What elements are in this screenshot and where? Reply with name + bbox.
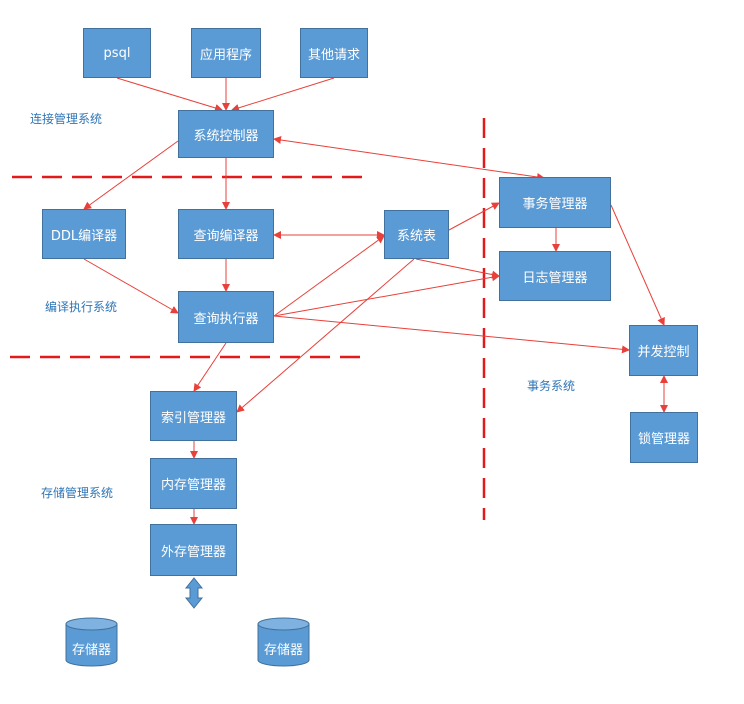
arrow-controller-transaction	[273, 136, 545, 181]
application-box[interactable]: 应用程序	[191, 28, 261, 78]
arrow-transaction-to-concurrency	[610, 204, 665, 326]
section-label-compile-exec: 编译执行系统	[45, 300, 118, 314]
query-executor-box[interactable]: 查询执行器	[178, 291, 274, 343]
storage-cylinder-1[interactable]: 存储器	[65, 617, 118, 667]
arrow-executor-to-system-table	[273, 235, 385, 317]
section-label-storage: 存储管理系统	[41, 486, 114, 500]
transaction-manager-box[interactable]: 事务管理器	[499, 177, 611, 228]
lock-manager-box[interactable]: 锁管理器	[630, 412, 698, 463]
storage-label: 存储器	[71, 643, 111, 658]
arrow-system-table-to-transaction	[448, 202, 500, 231]
arrow-other-to-controller	[231, 77, 335, 112]
storage-cylinder-icon	[65, 617, 118, 667]
section-label-connection: 连接管理系统	[30, 112, 103, 126]
log-manager-box[interactable]: 日志管理器	[499, 251, 611, 301]
query-compiler-box[interactable]: 查询编译器	[178, 209, 274, 259]
arrow-executor-to-concurrency	[273, 315, 630, 354]
psql-box[interactable]: psql	[83, 28, 151, 78]
arrow-psql-to-controller	[116, 77, 223, 112]
arrow-system-table-to-index	[236, 258, 415, 413]
ddl-compiler-box[interactable]: DDL编译器	[42, 209, 126, 259]
storage-io-double-arrow	[184, 577, 204, 609]
arrow-controller-to-ddl	[83, 140, 179, 210]
memory-manager-box[interactable]: 内存管理器	[150, 458, 237, 509]
arrow-executor-to-log	[273, 273, 500, 317]
index-manager-box[interactable]: 索引管理器	[150, 391, 237, 441]
other-requests-box[interactable]: 其他请求	[300, 28, 368, 78]
arrow-system-table-to-log	[415, 258, 500, 279]
system-controller-box[interactable]: 系统控制器	[178, 110, 274, 158]
storage-cylinder-icon	[257, 617, 310, 667]
arrow-ddl-to-executor	[83, 258, 179, 314]
external-storage-manager-box[interactable]: 外存管理器	[150, 524, 237, 576]
arrows	[83, 77, 668, 525]
system-table-box[interactable]: 系统表	[384, 210, 449, 259]
storage-cylinder-2[interactable]: 存储器	[257, 617, 310, 667]
section-label-transaction: 事务系统	[527, 379, 576, 393]
storage-label: 存储器	[263, 643, 303, 658]
arrow-executor-to-index	[193, 342, 227, 392]
concurrency-control-box[interactable]: 并发控制	[629, 325, 698, 376]
